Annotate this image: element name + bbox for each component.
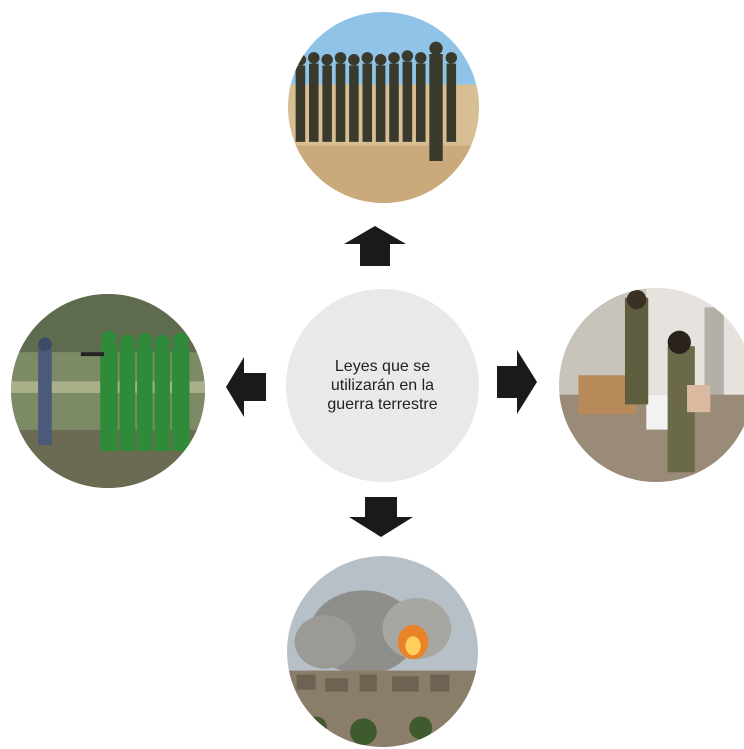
arrow-left-icon <box>226 357 266 417</box>
city-bombing-explosion-photo <box>287 556 478 747</box>
arrow-right-icon <box>497 350 537 414</box>
arrow-up-icon <box>344 226 406 266</box>
soldiers-firing-range-photo <box>11 294 205 488</box>
soldiers-marching-in-field-photo <box>288 12 479 203</box>
arrow-down-icon <box>349 497 413 537</box>
center-concept-label: Leyes que se utilizarán en la guerra ter… <box>327 358 438 413</box>
soldiers-in-damaged-building-photo <box>559 288 744 482</box>
center-concept-circle: Leyes que se utilizarán en la guerra ter… <box>286 289 479 482</box>
